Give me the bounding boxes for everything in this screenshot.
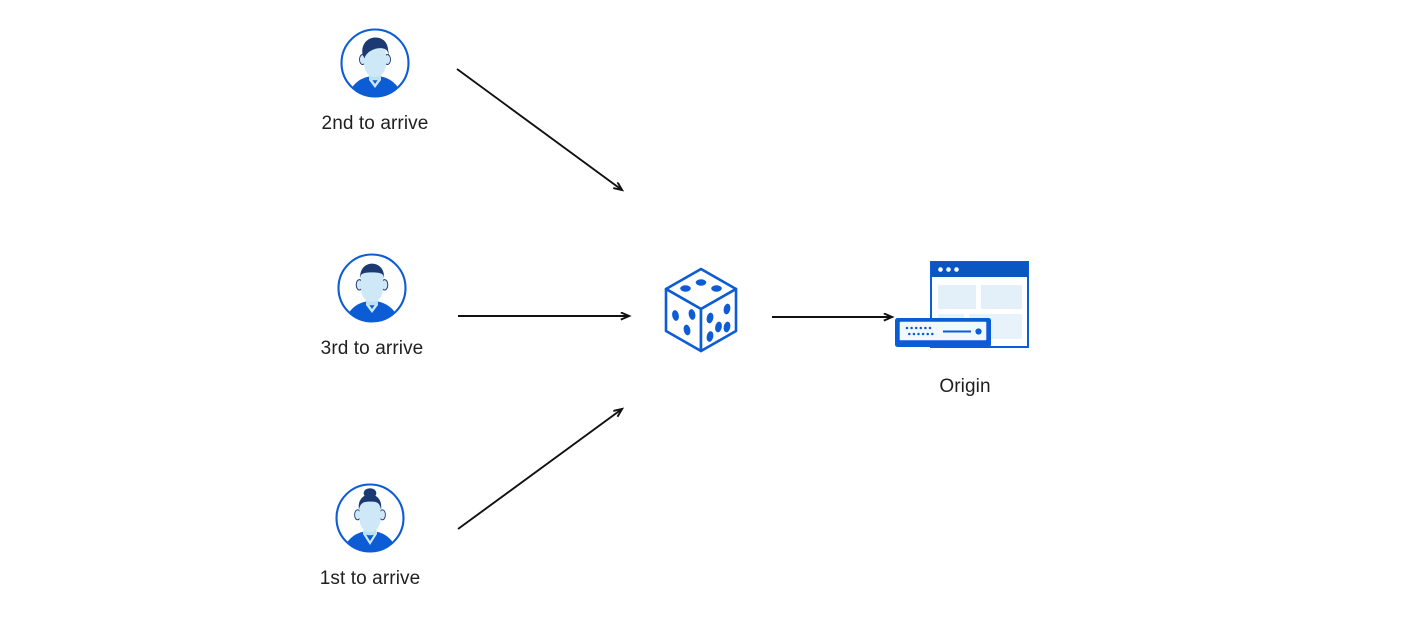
node-user-3rd[interactable]: 3rd to arrive	[281, 251, 463, 360]
user-avatar-icon	[338, 26, 412, 100]
dice-icon	[660, 265, 742, 357]
user-avatar-icon	[335, 251, 409, 325]
node-label-user-1st: 1st to arrive	[319, 568, 421, 589]
user-avatar-icon	[333, 481, 407, 555]
node-label-user-3rd: 3rd to arrive	[320, 338, 424, 359]
node-user-1st[interactable]: 1st to arrive	[279, 481, 461, 590]
node-dice[interactable]	[660, 265, 742, 357]
edge-user2-to-dice	[456, 68, 622, 190]
node-origin[interactable]: Origin	[890, 253, 1040, 398]
origin-server-icon	[890, 253, 1040, 363]
server-device	[895, 318, 991, 347]
node-label-origin: Origin	[939, 376, 991, 397]
edge-user1-to-dice	[457, 409, 622, 530]
node-label-user-2nd: 2nd to arrive	[321, 113, 429, 134]
node-user-2nd[interactable]: 2nd to arrive	[284, 26, 466, 135]
